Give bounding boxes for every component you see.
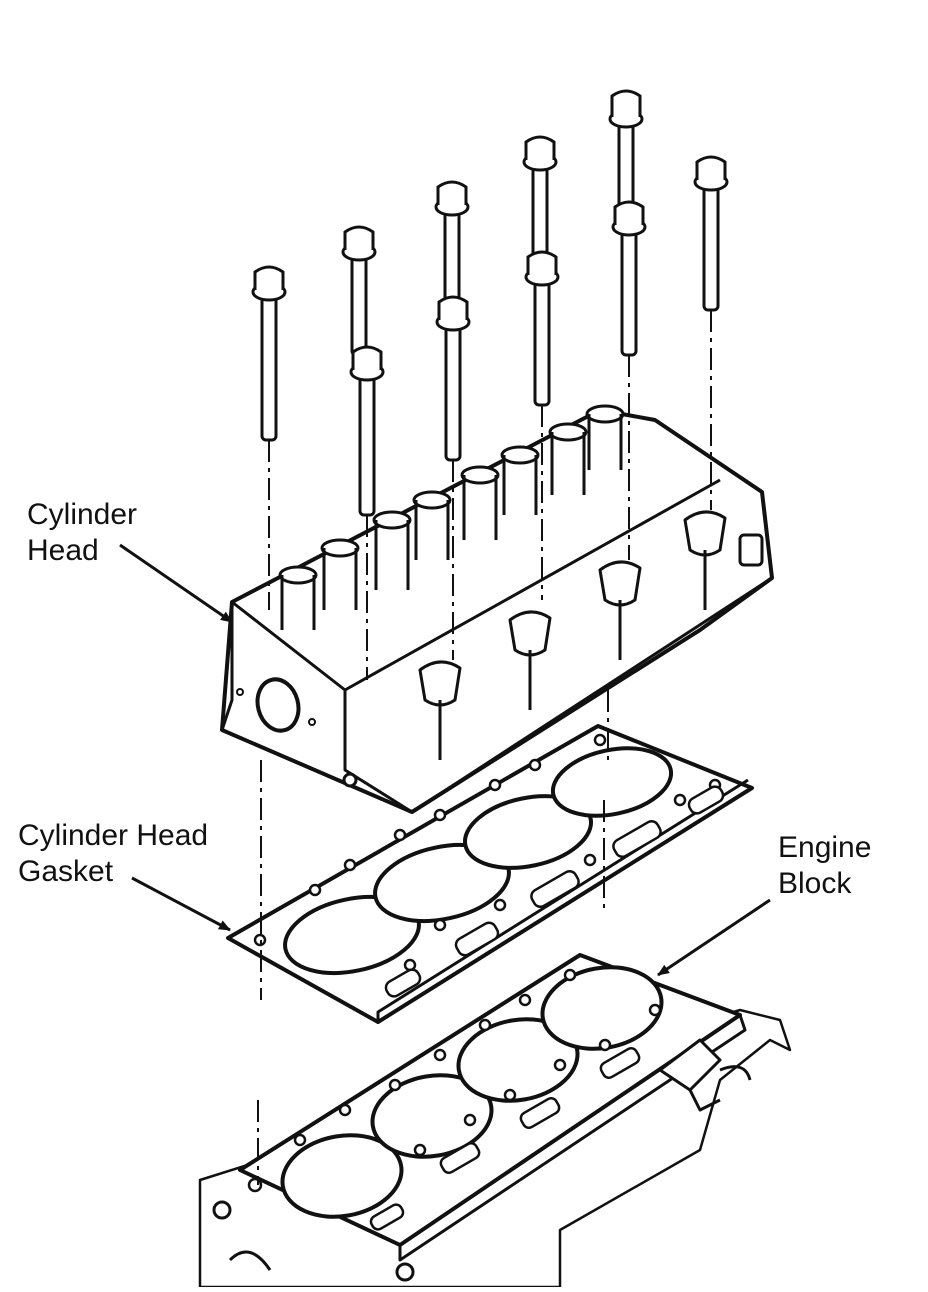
cylinder-head-gasket bbox=[226, 724, 754, 1024]
head-bolt bbox=[608, 89, 644, 214]
head-valve-springs bbox=[278, 404, 625, 630]
head-bolt bbox=[524, 250, 560, 407]
head-front-port bbox=[255, 677, 301, 733]
cylinder-head-label-line2: Head bbox=[27, 534, 99, 567]
head-bolt bbox=[434, 180, 470, 312]
engine-block-leader bbox=[657, 898, 771, 977]
head-bolt bbox=[251, 265, 287, 442]
head-bolt bbox=[349, 345, 385, 517]
gasket-label-line1: Cylinder Head bbox=[18, 819, 209, 852]
leader-lines bbox=[119, 543, 771, 977]
head-intake-ports bbox=[418, 510, 764, 760]
alignment-lines bbox=[257, 310, 712, 1185]
gasket-fire-rings bbox=[283, 746, 674, 975]
engine-block-label-line2: Block bbox=[778, 867, 852, 900]
engine-block bbox=[198, 953, 792, 1289]
engine-block-label-line1: Engine bbox=[778, 831, 872, 864]
engine-block-holes bbox=[247, 968, 662, 1231]
cylinder-head bbox=[220, 404, 774, 814]
head-bolt bbox=[435, 295, 471, 462]
cylinder-head-label-line1: Cylinder bbox=[27, 498, 138, 531]
engine-block-label: Engine Block bbox=[778, 830, 871, 902]
gasket-leader bbox=[131, 876, 231, 932]
head-bolt bbox=[522, 135, 558, 267]
cylinder-head-label: Cylinder Head bbox=[27, 497, 137, 569]
cylinder-head-leader bbox=[119, 543, 233, 624]
head-bolt bbox=[693, 155, 729, 312]
head-bolt bbox=[611, 200, 647, 357]
gasket-holes bbox=[253, 733, 725, 998]
gasket-label-line2: Gasket bbox=[18, 855, 114, 888]
head-bolt bbox=[341, 225, 377, 357]
cylinder-head-gasket-label: Cylinder Head Gasket bbox=[18, 818, 208, 890]
